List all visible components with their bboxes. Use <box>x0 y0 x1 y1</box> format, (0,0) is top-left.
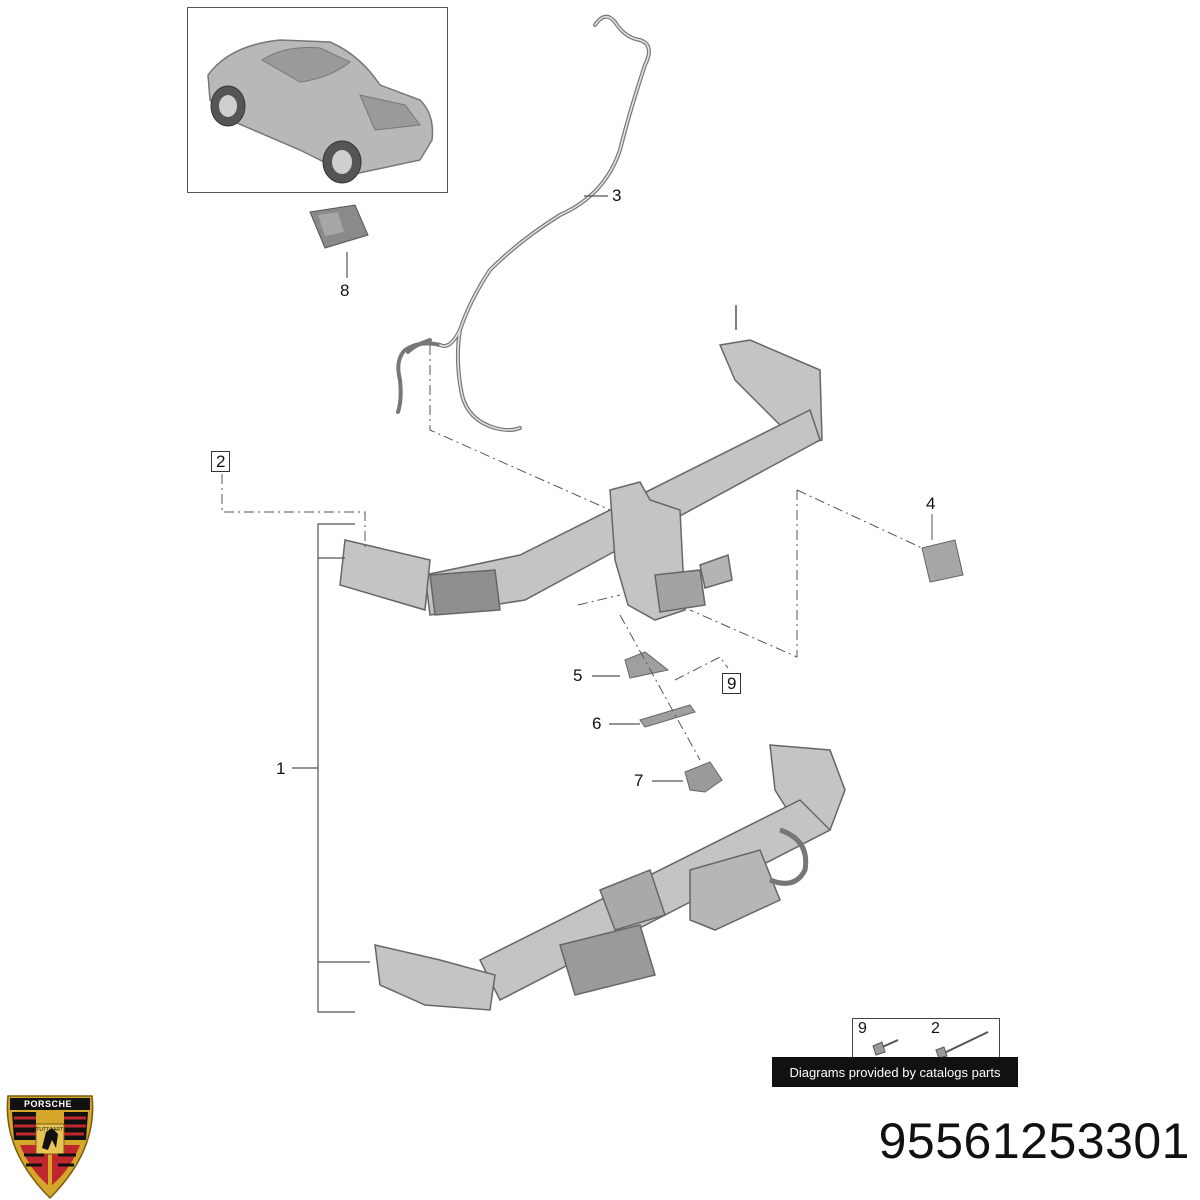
lower-tow-bar <box>374 744 846 1011</box>
callout-7: 7 <box>634 771 644 790</box>
vehicle-illustration <box>207 39 434 184</box>
crest-city-text: STUTTGART <box>33 1127 63 1133</box>
callout-4: 4 <box>926 494 936 513</box>
upper-tow-bar <box>339 305 823 621</box>
legend-label-9: 9 <box>858 1020 867 1037</box>
callout-3: 3 <box>612 186 622 205</box>
callout-8: 8 <box>340 281 350 300</box>
callout-leaders <box>292 195 683 1013</box>
porsche-crest-logo <box>6 1095 94 1200</box>
crest-brand-text: PORSCHE <box>23 1099 72 1109</box>
part-6-gasket <box>639 704 696 728</box>
part-4-cap <box>921 539 964 583</box>
attribution-banner: Diagrams provided by catalogs parts <box>772 1057 1018 1087</box>
legend-label-2: 2 <box>931 1020 940 1037</box>
callout-1: 1 <box>276 759 286 778</box>
callout-6: 6 <box>592 714 602 733</box>
part-5-plate <box>624 651 670 679</box>
dashed-guides <box>221 345 923 761</box>
part-3-cable <box>396 14 651 432</box>
part-7-socket <box>684 761 723 793</box>
callout-9-boxed: 9 <box>722 673 742 694</box>
part-3-cable-core <box>439 15 650 431</box>
part-number: 95561253301 <box>878 1113 1190 1169</box>
part-8-switch <box>309 204 369 278</box>
legend-fasteners <box>872 1031 989 1059</box>
callout-5: 5 <box>573 666 583 685</box>
callout-2-boxed: 2 <box>211 451 231 472</box>
